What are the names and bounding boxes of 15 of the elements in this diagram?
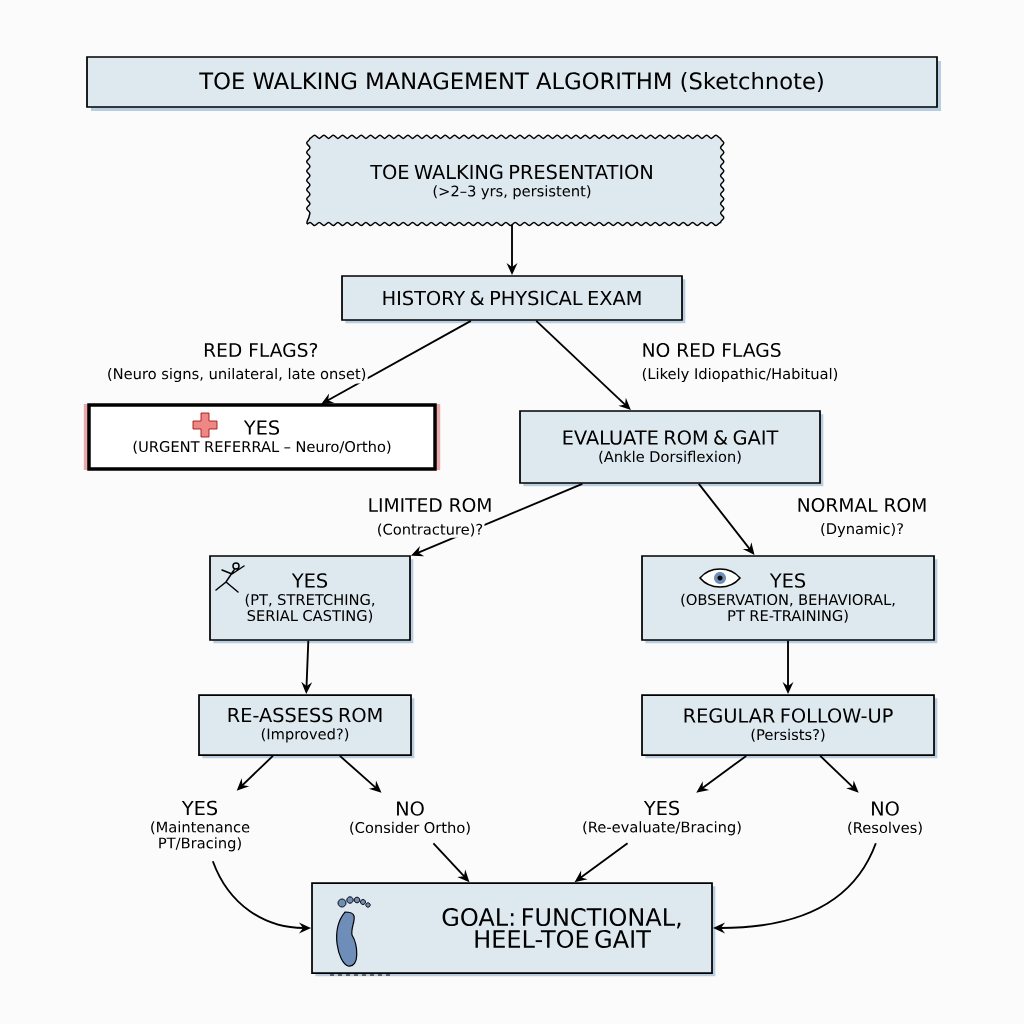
process-box: YES (PT, STRETCHING, SERIAL CASTING) bbox=[209, 555, 414, 644]
process-box: REGULAR FOLLOW-UP (Persists?) bbox=[641, 694, 938, 759]
process-box: RE-ASSESS ROM (Improved?) bbox=[198, 694, 415, 759]
goal-box: GOAL: FUNCTIONAL, HEEL-TOE GAIT bbox=[311, 882, 716, 977]
outcome-text: YES (Maintenance PT/Bracing) bbox=[151, 800, 250, 852]
outcome-text: NO (Resolves) bbox=[848, 801, 922, 835]
start-box: TOE WALKING PRESENTATION (>2–3 yrs, persistent) bbox=[306, 134, 725, 227]
process-box: EVALUATE ROM & GAIT (Ankle Dorsiflexion) bbox=[519, 410, 824, 487]
referral-box: YES (URGENT REFERRAL – Neuro/Ortho) bbox=[83, 403, 441, 471]
condition-note: (Contracture)? bbox=[375, 522, 485, 538]
outcome-text: NO (Consider Ortho) bbox=[350, 801, 470, 835]
process-box: YES (OBSERVATION, BEHAVIORAL, PT RE-TRAINING) bbox=[641, 555, 938, 644]
outcome-text: YES (Re-evaluate/Bracing) bbox=[583, 800, 741, 836]
process-box: HISTORY & PHYSICAL EXAM bbox=[341, 275, 686, 324]
title-banner: TOE WALKING MANAGEMENT ALGORITHM (Sketchnote) bbox=[86, 56, 941, 111]
